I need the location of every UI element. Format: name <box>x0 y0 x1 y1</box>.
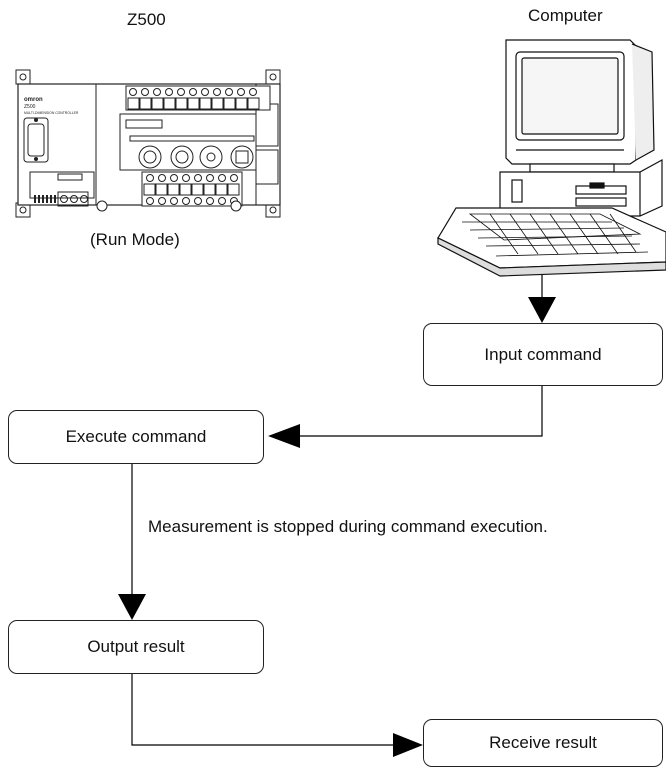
arrow-input-to-execute <box>268 386 543 448</box>
svg-text:Z500: Z500 <box>24 104 36 110</box>
output-result-box: Output result <box>8 620 264 674</box>
input-command-text: Input command <box>484 344 602 364</box>
input-command-box: Input command <box>423 323 663 386</box>
svg-text:omron: omron <box>24 97 43 103</box>
arrow-output-to-receive <box>131 646 423 757</box>
receive-result-text: Receive result <box>489 733 597 752</box>
execute-command-box: Execute command <box>8 410 264 464</box>
measurement-note: Measurement is stopped during command ex… <box>148 517 548 536</box>
receive-result-box: Receive result <box>423 719 663 767</box>
svg-text:MULTI-DIMENSION CONTROLLER: MULTI-DIMENSION CONTROLLER <box>24 111 79 115</box>
device-mode-label: (Run Mode) <box>90 230 180 249</box>
output-result-text: Output result <box>87 637 185 656</box>
arrow-execute-to-output <box>118 464 146 620</box>
computer-label: Computer <box>528 6 603 25</box>
execute-command-text: Execute command <box>65 427 207 446</box>
device-label: Z500 <box>127 10 166 29</box>
